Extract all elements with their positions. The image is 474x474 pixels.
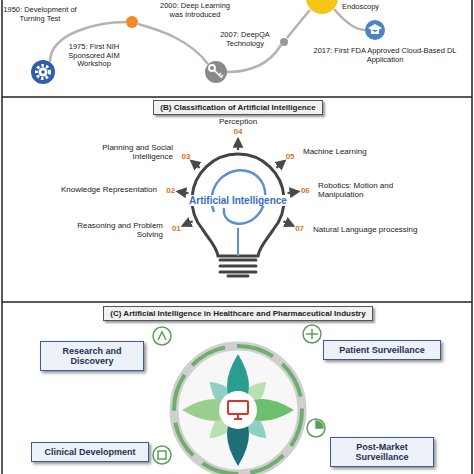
bulb-tip	[228, 275, 248, 278]
timeline-event: Endoscopy	[342, 3, 392, 12]
timeline-event: 2007: DeepQA Technology	[218, 31, 272, 48]
callout-number: 05	[282, 152, 298, 161]
timeline-event: 2000: Deep Learning was Introduced	[155, 2, 235, 19]
wheel-ring-segments	[174, 346, 302, 474]
monitor-stand	[234, 414, 242, 419]
frame-line	[1, 0, 3, 474]
frame-line	[471, 0, 473, 474]
panel-heading: (C) Artificial Intelligence in Healthcar…	[110, 309, 365, 318]
category-label: Perception	[198, 117, 278, 126]
box-label: Post-Market Surveillance	[336, 442, 428, 463]
application-box: Post-Market Surveillance	[330, 437, 434, 468]
key-blade	[214, 70, 223, 78]
timeline-dot	[126, 16, 138, 28]
callout-number: 02	[163, 186, 179, 195]
timeline-curve	[138, 24, 208, 64]
timeline-dot	[280, 38, 288, 46]
bulb-base	[220, 259, 256, 262]
timeline-markers	[31, 0, 385, 84]
star	[181, 353, 294, 466]
application-box: Clinical Development	[31, 442, 149, 462]
bulb-text: Artificial Intelligence	[187, 195, 289, 206]
clipboard-symbol	[158, 451, 166, 459]
category-label: Robotics: Motion and Manipulation	[318, 181, 438, 199]
graduation-cap	[368, 24, 382, 34]
lightbulb: Artificial Intelligence	[178, 146, 298, 280]
surveillance-icon	[303, 325, 321, 343]
panel-title: (C) Artificial Intelligence in Healthcar…	[103, 306, 372, 321]
box-label: Research and Discovery	[46, 346, 138, 367]
category-label: Reasoning and Problem Solving	[77, 221, 163, 239]
bulb-filament	[237, 228, 239, 256]
timeline-curve	[227, 45, 281, 72]
key-marker	[205, 61, 227, 83]
scale-symbol	[306, 329, 318, 339]
panel-title: (B) Classification of Artificial Intelli…	[153, 100, 322, 115]
timeline-event: 2017: First FDA Approved Cloud-Based DL …	[310, 47, 460, 64]
gear-hole	[41, 70, 45, 74]
section-icons	[153, 325, 325, 464]
category-label: Natural Language processing	[313, 225, 453, 234]
healthcare-wheel	[174, 346, 302, 474]
callout-number: 04	[230, 127, 246, 136]
frame-line	[2, 301, 472, 303]
application-box: Patient Surveillance	[323, 340, 441, 360]
flask-symbol	[158, 332, 166, 340]
timeline-curve	[287, 10, 310, 38]
endoscopy-marker	[306, 0, 338, 14]
callout-number: 01	[168, 224, 184, 233]
hub	[219, 391, 257, 429]
bulb-base	[220, 271, 256, 274]
panel-heading: (B) Classification of Artificial Intelli…	[160, 103, 315, 112]
research-icon	[153, 327, 171, 345]
callout-number: 07	[292, 224, 308, 233]
timeline-event: 1950: Development of Turning Test	[3, 6, 77, 23]
gear-teeth	[37, 66, 50, 79]
category-arrow	[283, 221, 293, 226]
postmarket-icon	[307, 419, 325, 437]
application-box: Research and Discovery	[40, 341, 144, 372]
timeline-curve	[334, 9, 365, 30]
category-arrow	[178, 192, 189, 194]
bulb-base	[220, 265, 256, 268]
gear-marker	[31, 60, 55, 84]
callout-number: 06	[297, 186, 313, 195]
category-label: Machine Learning	[303, 147, 395, 156]
category-arrow	[237, 139, 239, 150]
timeline-event: 1975: First NIH Sponsored AIM Workshop	[59, 43, 129, 69]
category-arrow	[183, 221, 193, 226]
monitor-icon	[228, 401, 248, 414]
category-arrow	[276, 161, 284, 168]
clinical-icon	[153, 446, 171, 464]
cap-marker	[365, 20, 385, 40]
category-label: Planning and Social Intelligence	[97, 143, 173, 161]
category-label: Knowledge Representation	[47, 185, 157, 194]
box-label: Clinical Development	[37, 447, 143, 457]
frame-line	[2, 96, 472, 98]
box-label: Patient Surveillance	[329, 345, 435, 355]
gear-body	[39, 68, 48, 77]
bulb-outline	[178, 146, 298, 280]
wheel-ring	[174, 346, 302, 474]
star-small-petals	[181, 353, 294, 466]
category-arrow	[191, 161, 199, 168]
pie-symbol	[316, 421, 323, 428]
category-arrow	[288, 192, 299, 194]
callout-number: 03	[178, 152, 194, 161]
